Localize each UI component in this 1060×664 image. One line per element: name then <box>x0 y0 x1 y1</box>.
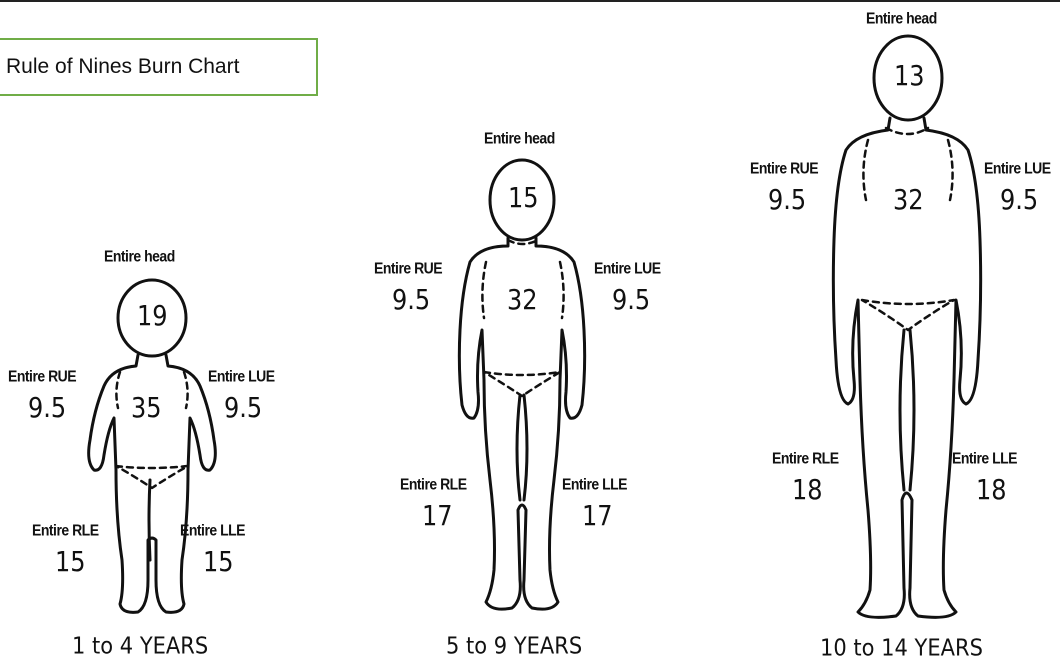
fig2-rle-value: 17 <box>422 500 453 532</box>
fig1-lle-label: Entire LLE <box>180 521 245 539</box>
figure-child-5-9-outline <box>459 160 584 609</box>
fig1-trunk-value: 35 <box>131 392 162 424</box>
figure-teen-10-14-dashes <box>862 128 954 330</box>
fig2-lue-value: 9.5 <box>612 284 650 316</box>
figure-teen-10-14-outline <box>833 36 980 617</box>
fig1-rue-value: 9.5 <box>28 392 66 424</box>
figure-child-5-9-dashes <box>482 240 563 396</box>
fig3-rue-label: Entire RUE <box>750 159 818 177</box>
fig1-lue-label: Entire LUE <box>208 367 275 385</box>
fig3-trunk-value: 32 <box>893 184 924 216</box>
fig3-head-label: Entire head <box>866 9 937 27</box>
fig2-lle-value: 17 <box>582 500 613 532</box>
fig3-rle-label: Entire RLE <box>772 449 839 467</box>
fig3-age-label: 10 to 14 YEARS <box>820 635 983 661</box>
fig2-trunk-value: 32 <box>507 284 538 316</box>
fig2-rue-value: 9.5 <box>392 284 430 316</box>
fig2-rue-label: Entire RUE <box>374 259 442 277</box>
figure-child-1-4-dashes <box>116 372 188 488</box>
fig2-age-label: 5 to 9 YEARS <box>446 633 582 659</box>
fig2-lle-label: Entire LLE <box>562 475 627 493</box>
fig1-age-label: 1 to 4 YEARS <box>72 633 208 659</box>
fig1-lue-value: 9.5 <box>224 392 262 424</box>
fig1-rue-label: Entire RUE <box>8 367 76 385</box>
fig1-head-label: Entire head <box>104 247 175 265</box>
fig1-rle-value: 15 <box>55 546 86 578</box>
fig3-lle-label: Entire LLE <box>952 449 1017 467</box>
fig1-head-value: 19 <box>137 300 168 332</box>
fig1-rle-label: Entire RLE <box>32 521 99 539</box>
fig2-head-value: 15 <box>508 182 539 214</box>
fig2-head-label: Entire head <box>484 129 555 147</box>
fig2-rle-label: Entire RLE <box>400 475 467 493</box>
fig1-lle-value: 15 <box>203 546 234 578</box>
fig3-lle-value: 18 <box>976 474 1007 506</box>
fig3-rle-value: 18 <box>792 474 823 506</box>
fig3-lue-label: Entire LUE <box>984 159 1051 177</box>
fig3-lue-value: 9.5 <box>1000 184 1038 216</box>
fig3-head-value: 13 <box>894 60 925 92</box>
fig3-rue-value: 9.5 <box>768 184 806 216</box>
fig2-lue-label: Entire LUE <box>594 259 661 277</box>
